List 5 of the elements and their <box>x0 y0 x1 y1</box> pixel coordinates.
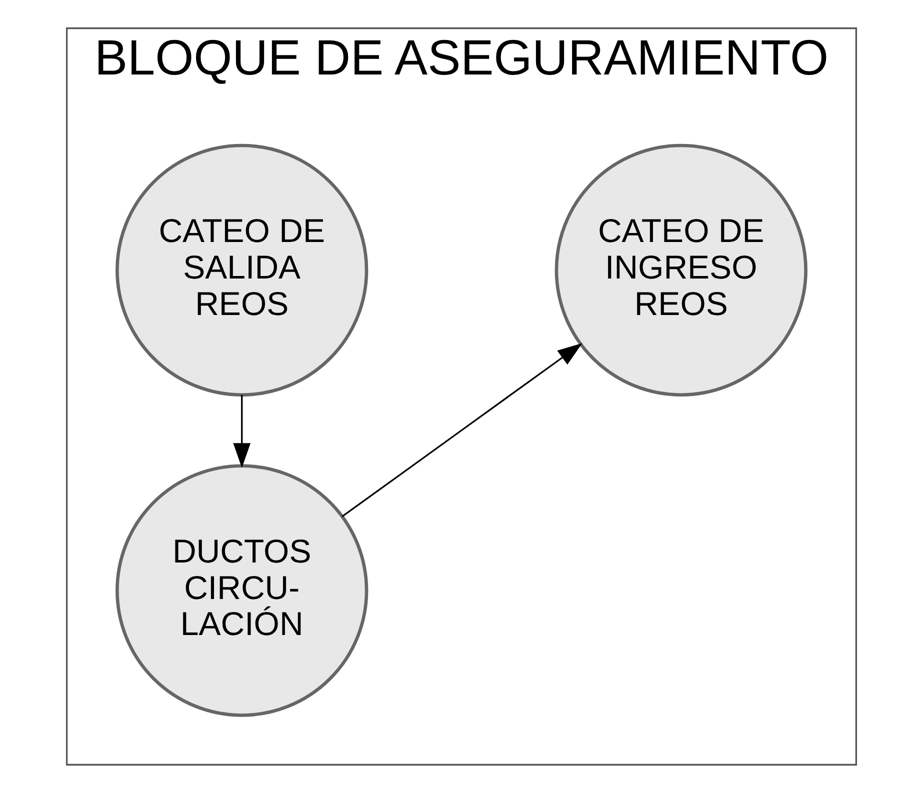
node-circle: CATEO DE SALIDA REOS <box>115 144 368 396</box>
node-circle: DUCTOS CIRCU- LACIÓN <box>115 464 368 717</box>
arrow <box>232 394 250 468</box>
arrow <box>341 343 582 518</box>
node-circle: CATEO DE INGRESO REOS <box>554 144 807 396</box>
